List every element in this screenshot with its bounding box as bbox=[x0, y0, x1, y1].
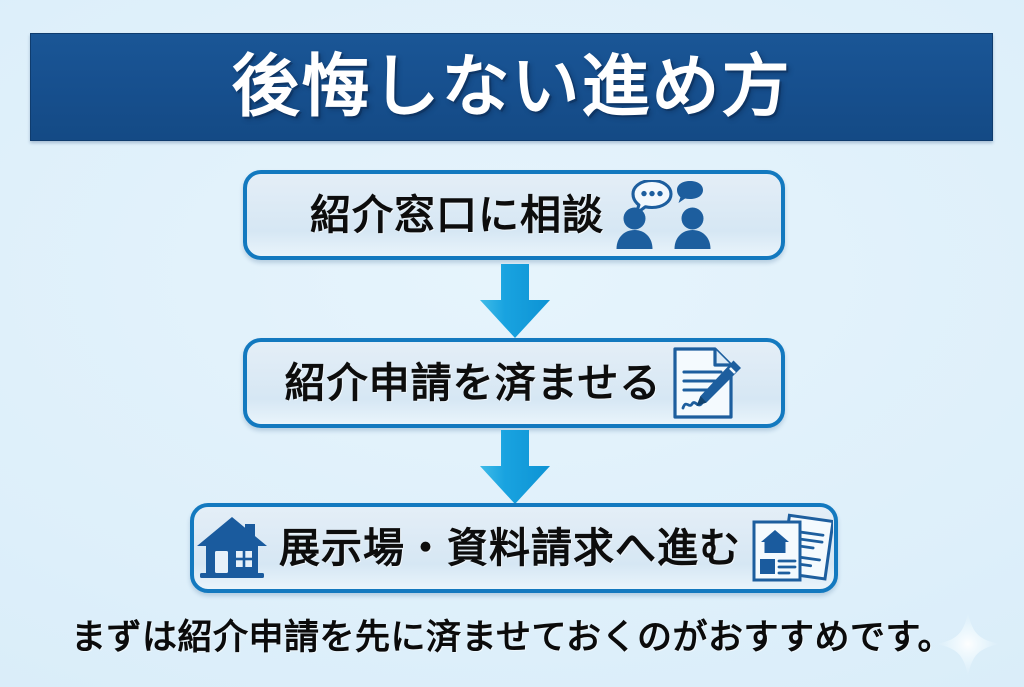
step-box-consult[interactable]: 紹介窓口に相談 bbox=[243, 170, 785, 260]
step-box-application[interactable]: 紹介申請を済ませる bbox=[243, 338, 785, 428]
step-box-showroom[interactable]: 展示場・資料請求へ進む bbox=[190, 503, 838, 593]
step-label-application: 紹介申請を済ませる bbox=[284, 359, 662, 406]
document-pen-icon bbox=[673, 347, 742, 419]
step-label-consult: 紹介窓口に相談 bbox=[310, 191, 604, 238]
down-arrow-icon-1 bbox=[476, 264, 554, 340]
page-title: 後悔しない進め方 bbox=[231, 49, 792, 125]
footer-caption: まずは紹介申請を先に済ませておくのがおすすめです。 bbox=[71, 618, 953, 657]
brochure-documents-icon bbox=[752, 513, 833, 582]
people-talking-icon bbox=[616, 180, 711, 249]
title-banner: 後悔しない進め方 bbox=[30, 33, 993, 141]
house-icon bbox=[197, 517, 267, 578]
step-label-showroom: 展示場・資料請求へ進む bbox=[279, 524, 741, 571]
down-arrow-icon-2 bbox=[476, 430, 554, 506]
